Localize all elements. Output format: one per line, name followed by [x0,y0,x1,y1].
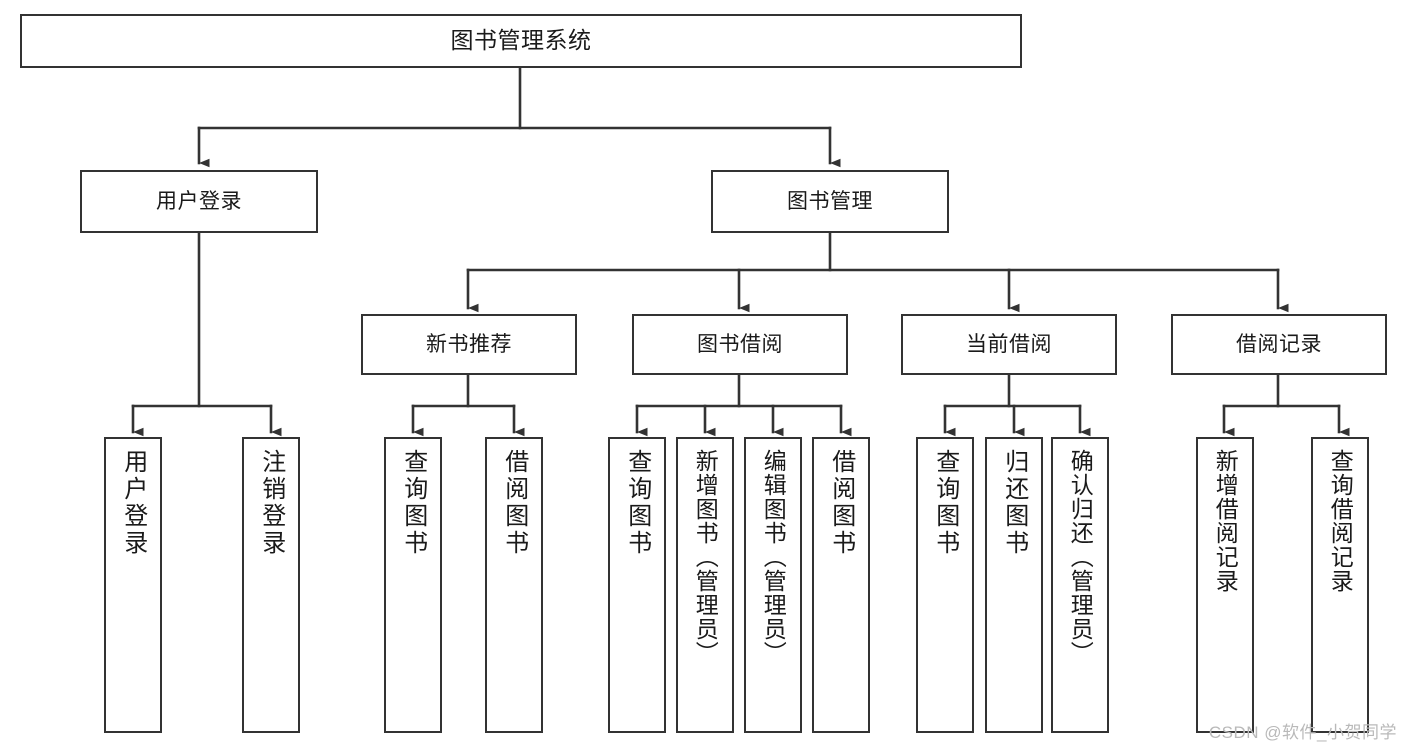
node-label: 查询图书 [931,449,959,557]
leaf-current-borrow-confirm-return-admin[interactable]: 确认归还（管理员） [1051,437,1109,733]
node-book-management[interactable]: 图书管理 [711,170,949,233]
node-label: 新增图书（管理员） [692,449,719,665]
node-label: 用户登录 [119,449,147,557]
node-label: 查询借阅记录 [1327,449,1354,593]
node-label: 当前借阅 [966,332,1052,356]
node-label: 借阅记录 [1236,332,1322,356]
node-root-book-management-system[interactable]: 图书管理系统 [20,14,1022,68]
watermark-text: CSDN @软件_小贺同学 [1208,723,1397,742]
leaf-book-borrow-borrow-book[interactable]: 借阅图书 [812,437,870,733]
node-label: 查询图书 [623,449,651,557]
node-label: 图书管理系统 [450,27,592,54]
leaf-book-borrow-add-book-admin[interactable]: 新增图书（管理员） [676,437,734,733]
node-label: 注销登录 [257,449,285,557]
node-current-borrow[interactable]: 当前借阅 [901,314,1117,375]
node-new-book-recommend[interactable]: 新书推荐 [361,314,577,375]
node-label: 图书管理 [787,189,873,213]
leaf-book-borrow-query-book[interactable]: 查询图书 [608,437,666,733]
leaf-borrow-record-add-record[interactable]: 新增借阅记录 [1196,437,1254,733]
node-borrow-record[interactable]: 借阅记录 [1171,314,1387,375]
leaf-current-borrow-query-book[interactable]: 查询图书 [916,437,974,733]
leaf-user-login-login[interactable]: 用户登录 [104,437,162,733]
leaf-current-borrow-return-book[interactable]: 归还图书 [985,437,1043,733]
node-book-borrow[interactable]: 图书借阅 [632,314,848,375]
node-label: 归还图书 [1000,449,1028,557]
leaf-new-book-borrow-book[interactable]: 借阅图书 [485,437,543,733]
node-label: 借阅图书 [500,449,528,557]
leaf-book-borrow-edit-book-admin[interactable]: 编辑图书（管理员） [744,437,802,733]
node-label: 新增借阅记录 [1212,449,1239,593]
leaf-user-login-logout[interactable]: 注销登录 [242,437,300,733]
node-label: 用户登录 [156,189,242,213]
node-label: 编辑图书（管理员） [760,449,787,665]
leaf-new-book-query-book[interactable]: 查询图书 [384,437,442,733]
node-label: 查询图书 [399,449,427,557]
node-label: 借阅图书 [827,449,855,557]
node-label: 图书借阅 [697,332,783,356]
node-label: 确认归还（管理员） [1067,449,1094,665]
node-label: 新书推荐 [426,332,512,356]
node-user-login[interactable]: 用户登录 [80,170,318,233]
leaf-borrow-record-query-record[interactable]: 查询借阅记录 [1311,437,1369,733]
